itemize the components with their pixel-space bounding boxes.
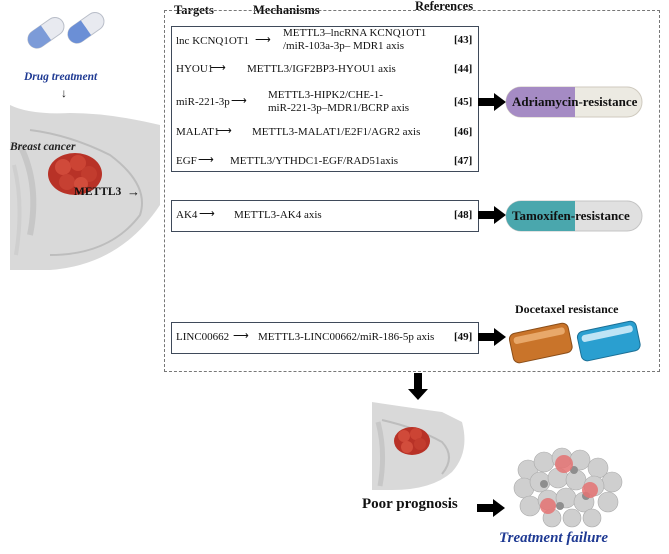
target-hyou1: HYOU1 [176, 63, 214, 75]
adriamycin-resistance-label: Adriamycin-resistance [512, 94, 638, 109]
arrow-icon [478, 206, 506, 224]
ref-43: [43] [454, 34, 473, 46]
drug-arrow: ↓ [61, 86, 67, 100]
mech-43-line2: /miR-103a-3p– MDR1 axis [283, 40, 404, 52]
target-lnc-kcnq1ot1: lnc KCNQ1OT1 [176, 35, 250, 47]
tamoxifen-resistance-label: Tamoxifen-resistance [512, 208, 630, 223]
arrow-icon: ⟶ [210, 62, 226, 74]
ref-47: [47] [454, 155, 473, 167]
treatment-failure-label: Treatment failure [499, 530, 609, 546]
capsule-icon [27, 11, 105, 49]
mech-43-line1: METTL3–lncRNA KCNQ1OT1 [283, 27, 427, 39]
header-references: References [415, 0, 474, 13]
mettl3-arrow: → [127, 184, 140, 199]
mech-45-line2: miR-221-3p–MDR1/BCRP axis [268, 102, 410, 114]
arrow-icon [408, 373, 428, 400]
target-ak4: AK4 [176, 209, 198, 221]
ref-48: [48] [454, 209, 473, 221]
ref-49: [49] [454, 331, 473, 343]
arrow-icon [478, 93, 506, 111]
arrow-icon: ⟶ [231, 95, 247, 107]
poor-prognosis-label: Poor prognosis [362, 496, 458, 512]
capsule-icon [508, 320, 641, 364]
mech-47: METTL3/YTHDC1-EGF/RAD51axis [230, 155, 399, 167]
mettl3-label: METTL3 [74, 186, 122, 198]
group2-box [171, 200, 479, 232]
capsule-icon [505, 200, 643, 232]
dashed-frame [164, 10, 660, 372]
arrow-icon: ⟶ [233, 330, 249, 342]
arrow-icon [477, 499, 505, 517]
tumor-icon [394, 427, 430, 455]
arrow-icon: ⟶ [216, 125, 232, 137]
arrow-icon: ⟶ [199, 208, 215, 220]
mech-44: METTL3/IGF2BP3-HYOU1 axis [247, 63, 396, 75]
ref-44: [44] [454, 63, 473, 75]
target-egf: EGF [176, 155, 197, 167]
target-malat1: MALAT1 [176, 126, 220, 138]
mech-49: METTL3-LINC00662/miR-186-5p axis [258, 331, 435, 343]
arrow-icon: ⟶ [198, 154, 214, 166]
group3-box [171, 322, 479, 354]
arrow-icon: ⟶ [255, 34, 271, 46]
cell-cluster-icon [513, 447, 623, 528]
drug-treatment-label: Drug treatment [24, 71, 98, 83]
breast-cancer-label: Breast cancer [10, 141, 76, 153]
arrow-icon [478, 328, 506, 346]
tumor-icon [48, 153, 102, 195]
ref-46: [46] [454, 126, 473, 138]
target-mir-221-3p: miR-221-3p [176, 96, 230, 108]
mech-48: METTL3-AK4 axis [234, 209, 322, 221]
mech-45-line1: METTL3-HIPK2/CHE-1- [268, 89, 383, 101]
docetaxel-resistance-label: Docetaxel resistance [515, 302, 619, 316]
capsule-icon [505, 86, 643, 118]
ref-45: [45] [454, 96, 473, 108]
target-linc00662: LINC00662 [176, 331, 230, 343]
group1-box [171, 26, 479, 172]
mech-46: METTL3-MALAT1/E2F1/AGR2 axis [252, 126, 421, 138]
